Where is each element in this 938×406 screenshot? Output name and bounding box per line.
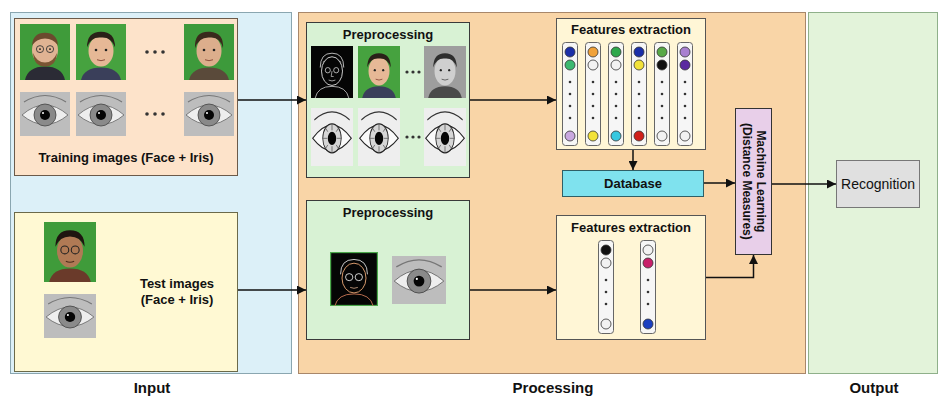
feature-dot [611,60,621,70]
face-photo [184,24,234,80]
test-images-box: Test images (Face + Iris) [14,212,238,372]
feature-dot [588,47,598,57]
ellipsis-dot [411,135,414,138]
panel-label: Input [11,379,293,397]
feature-dot [657,131,667,141]
feature-dot [601,245,611,255]
box-label: Machine Learning (Distance Measures) [739,114,768,249]
iris-photo [392,256,446,304]
box-caption: Training images (Face + Iris) [17,150,235,166]
feature-dot [643,245,653,255]
feature-dot [611,131,621,141]
recognition-box: Recognition [836,160,920,208]
preprocessing-box: Preprocessing [306,200,470,340]
preprocessing-box: Preprocessing [306,22,470,178]
processing-panel: ProcessingPreprocessingFeatures extracti… [298,12,806,374]
ellipsis-dot [405,70,408,73]
iris-photo [44,294,96,338]
feature-extraction-box: Features extraction [556,215,706,340]
ellipsis-dot [145,50,149,54]
feature-extraction-box: Features extraction [556,18,706,150]
feature-dot [657,47,667,57]
ellipsis-dot [405,135,408,138]
feature-dot [634,47,644,57]
ellipsis-dot [161,50,165,54]
box-title: Features extraction [557,220,705,236]
face-photo [44,222,96,282]
feature-dot [680,131,690,141]
feature-dot [588,131,598,141]
ellipsis-dot [161,112,165,116]
feature-dot [601,258,611,268]
feature-vector [586,43,601,146]
ellipsis-dot [417,135,420,138]
panel-label: Processing [299,379,807,397]
iris-processed [311,108,353,166]
feature-vector [641,241,656,334]
feature-dot [680,47,690,57]
iris-photo [184,92,234,136]
feature-dot [565,131,575,141]
feature-dot [565,60,575,70]
arrow-connector [704,182,735,184]
ellipsis-dot [411,70,414,73]
iris-processed [358,108,400,166]
edge-face-image [311,46,353,98]
feature-dot [657,60,667,70]
box-title: Preprocessing [307,27,469,43]
arrow-connector [470,99,556,101]
edge-face-image [330,252,378,306]
classifier-box: Machine Learning (Distance Measures) [735,108,772,255]
box-caption: Test images (Face + Iris) [125,276,229,307]
feature-vector [609,43,624,146]
output-panel: OutputRecognition [808,12,938,374]
arrow-connector [238,99,306,101]
box-title: Features extraction [557,22,705,38]
box-title: Preprocessing [307,205,469,221]
box-label: Database [563,176,703,192]
feature-vector [678,43,693,146]
face-photo [76,24,126,80]
feature-dot [588,60,598,70]
iris-photo [76,92,126,136]
feature-vector [563,43,578,146]
arrow-connector [706,255,754,278]
iris-photo [20,92,70,136]
arrow-connector [772,183,836,185]
panel-label: Output [809,379,938,397]
input-panel: InputTraining images (Face + Iris)Test i… [10,12,292,374]
feature-dot [601,319,611,329]
arrow-connector [470,289,556,291]
feature-vector [655,43,670,146]
ellipsis-dot [153,50,157,54]
feature-vector [632,43,647,146]
face-photo [20,24,70,80]
feature-dot [680,60,690,70]
ellipsis-dot [417,70,420,73]
database-box: Database [562,170,704,197]
training-images-box: Training images (Face + Iris) [14,18,238,176]
ellipsis-dot [153,112,157,116]
arrow-connector [238,289,306,291]
feature-dot [565,47,575,57]
feature-dot [634,131,644,141]
feature-dot [643,319,653,329]
feature-dot [643,258,653,268]
iris-processed [424,108,466,166]
ellipsis-dot [145,112,149,116]
feature-dot [611,47,621,57]
face-photo [358,46,400,98]
feature-dot [634,60,644,70]
box-label: Recognition [837,176,919,193]
gray-face-image [424,46,466,98]
arrow-connector [632,150,634,170]
feature-vector [599,241,614,334]
